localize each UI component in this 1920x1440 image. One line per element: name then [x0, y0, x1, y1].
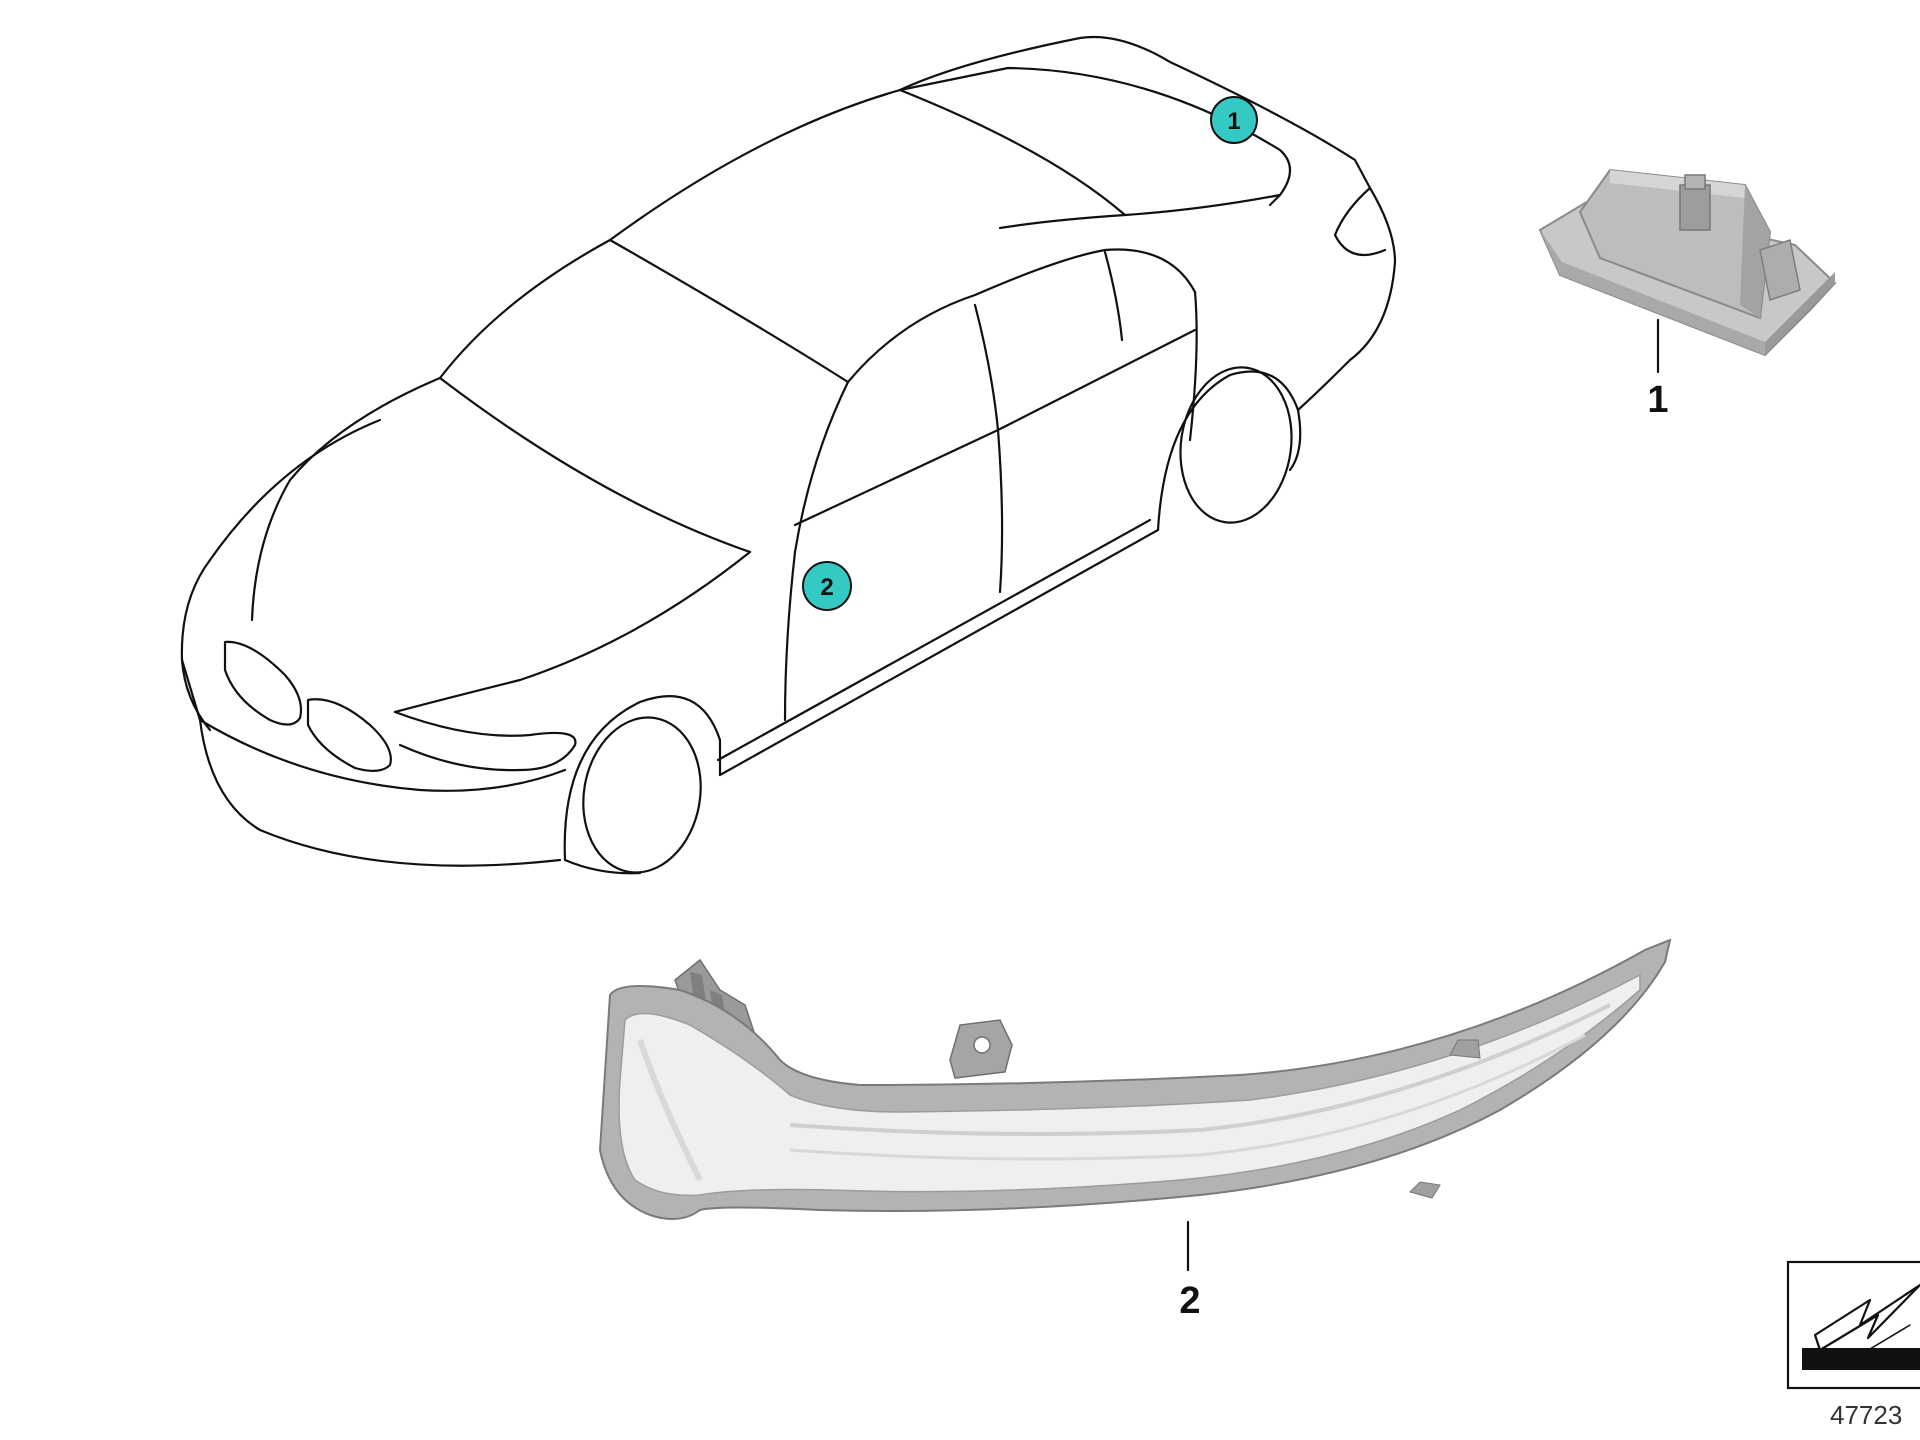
- part-2-mirror-turn-signal: [598, 938, 1672, 1220]
- part-1-license-plate-light: [1538, 168, 1837, 357]
- car-callout-1[interactable]: 1: [1210, 96, 1258, 144]
- arrow-down-left-icon: [1802, 1283, 1920, 1370]
- part-1-label: 1: [1647, 379, 1668, 421]
- car-callout-2[interactable]: 2: [802, 561, 852, 611]
- part-2-label: 2: [1179, 1280, 1200, 1322]
- reference-number: 47723: [1830, 1400, 1902, 1430]
- reference-box: [1786, 1260, 1920, 1390]
- car-callout-2-label: 2: [820, 574, 833, 601]
- car-callout-1-label: 1: [1227, 108, 1240, 135]
- car-outline-drawing: [180, 35, 1397, 875]
